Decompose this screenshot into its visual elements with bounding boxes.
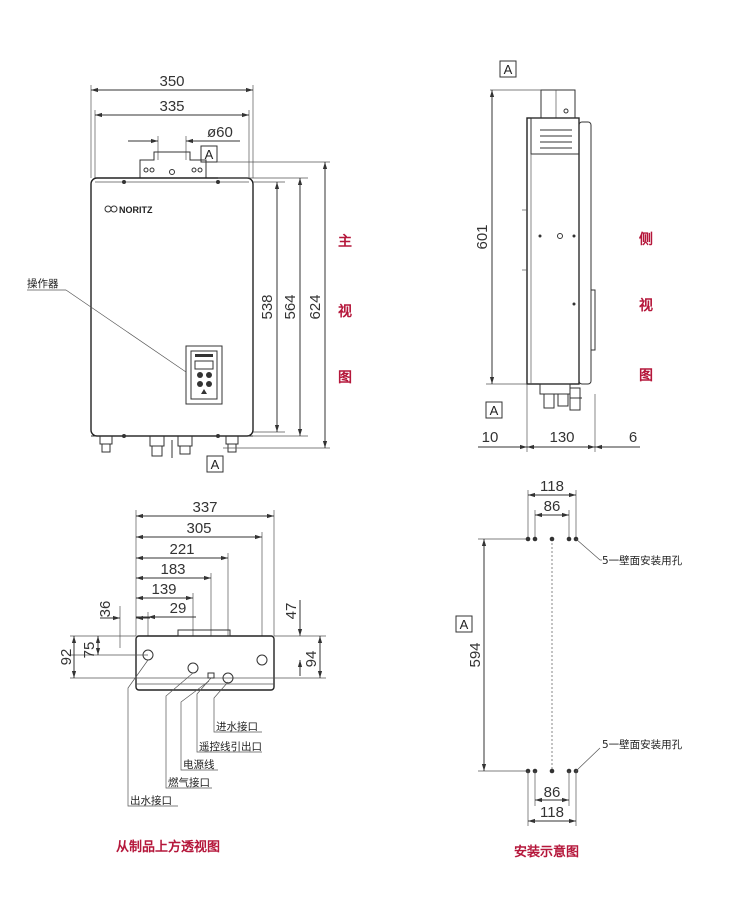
dim-601: 601 [474, 224, 491, 249]
dim-335: 335 [159, 98, 184, 115]
title-top-view: 从制品上方透视图 [116, 839, 220, 855]
title-side-char-1: 侧 [639, 231, 653, 248]
heater-body-front [90, 177, 254, 437]
label-water-outlet: 出水接口 [130, 794, 172, 807]
label-install-holes-top: 5一壁面安装用孔 [602, 554, 683, 567]
dim-phi-60: ø60 [207, 124, 233, 141]
heater-body-side [526, 117, 580, 385]
side-view: A 601 A [474, 60, 653, 452]
dim-130: 130 [549, 429, 574, 446]
title-front-char-1: 主 [338, 233, 352, 250]
title-side-char-3: 图 [639, 368, 653, 384]
dim-538: 538 [259, 294, 276, 319]
marker-a-install: A [460, 617, 469, 632]
dim-183: 183 [160, 561, 185, 578]
title-front-char-2: 视 [338, 303, 352, 320]
top-view: 337 305 221 183 139 29 36 47 [58, 499, 326, 855]
dim-337: 337 [192, 499, 217, 516]
install-view: 118 86 594 A 5一壁面安装用孔 5一壁面安装用孔 86 [455, 478, 683, 860]
brand-logo: NORITZ [119, 205, 153, 215]
marker-a-side-bottom: A [490, 403, 499, 418]
label-install-holes-bottom: 5一壁面安装用孔 [602, 738, 683, 751]
noritz-logo-icon [104, 205, 118, 213]
dim-594: 594 [467, 642, 484, 667]
dim-36: 36 [97, 601, 114, 618]
marker-a-front-top: A [205, 147, 214, 162]
label-control-panel: 操作器 [27, 277, 59, 290]
label-gas-inlet: 燃气接口 [168, 776, 210, 789]
dim-221: 221 [169, 541, 194, 558]
dim-75: 75 [81, 642, 98, 659]
dim-6: 6 [629, 429, 637, 446]
label-water-inlet: 进水接口 [216, 720, 258, 733]
dim-47: 47 [283, 603, 300, 620]
marker-a-side-top: A [504, 62, 513, 77]
label-power-cord: 电源线 [183, 758, 215, 771]
label-remote-wire: 遥控线引出口 [199, 740, 262, 753]
dim-624: 624 [307, 294, 324, 319]
dim-install-top-86: 86 [544, 498, 561, 515]
title-front-char-3: 图 [338, 370, 352, 386]
title-side-char-2: 视 [639, 297, 653, 314]
dim-139: 139 [151, 581, 176, 598]
marker-a-front-bottom: A [211, 457, 220, 472]
front-view: 350 335 ø60 A NORITZ [27, 73, 352, 473]
dim-29: 29 [170, 600, 187, 617]
dim-install-bottom-86: 86 [544, 784, 561, 801]
heater-body-top [135, 635, 275, 691]
dim-350: 350 [159, 73, 184, 90]
dim-564: 564 [282, 294, 299, 319]
control-panel [185, 345, 223, 405]
dim-10: 10 [482, 429, 499, 446]
dim-92: 92 [58, 649, 75, 666]
dim-install-top-118: 118 [540, 478, 564, 495]
dim-305: 305 [186, 520, 211, 537]
dim-install-bottom-118: 118 [540, 804, 564, 821]
title-install-view: 安装示意图 [514, 844, 579, 860]
dim-94: 94 [303, 651, 320, 668]
